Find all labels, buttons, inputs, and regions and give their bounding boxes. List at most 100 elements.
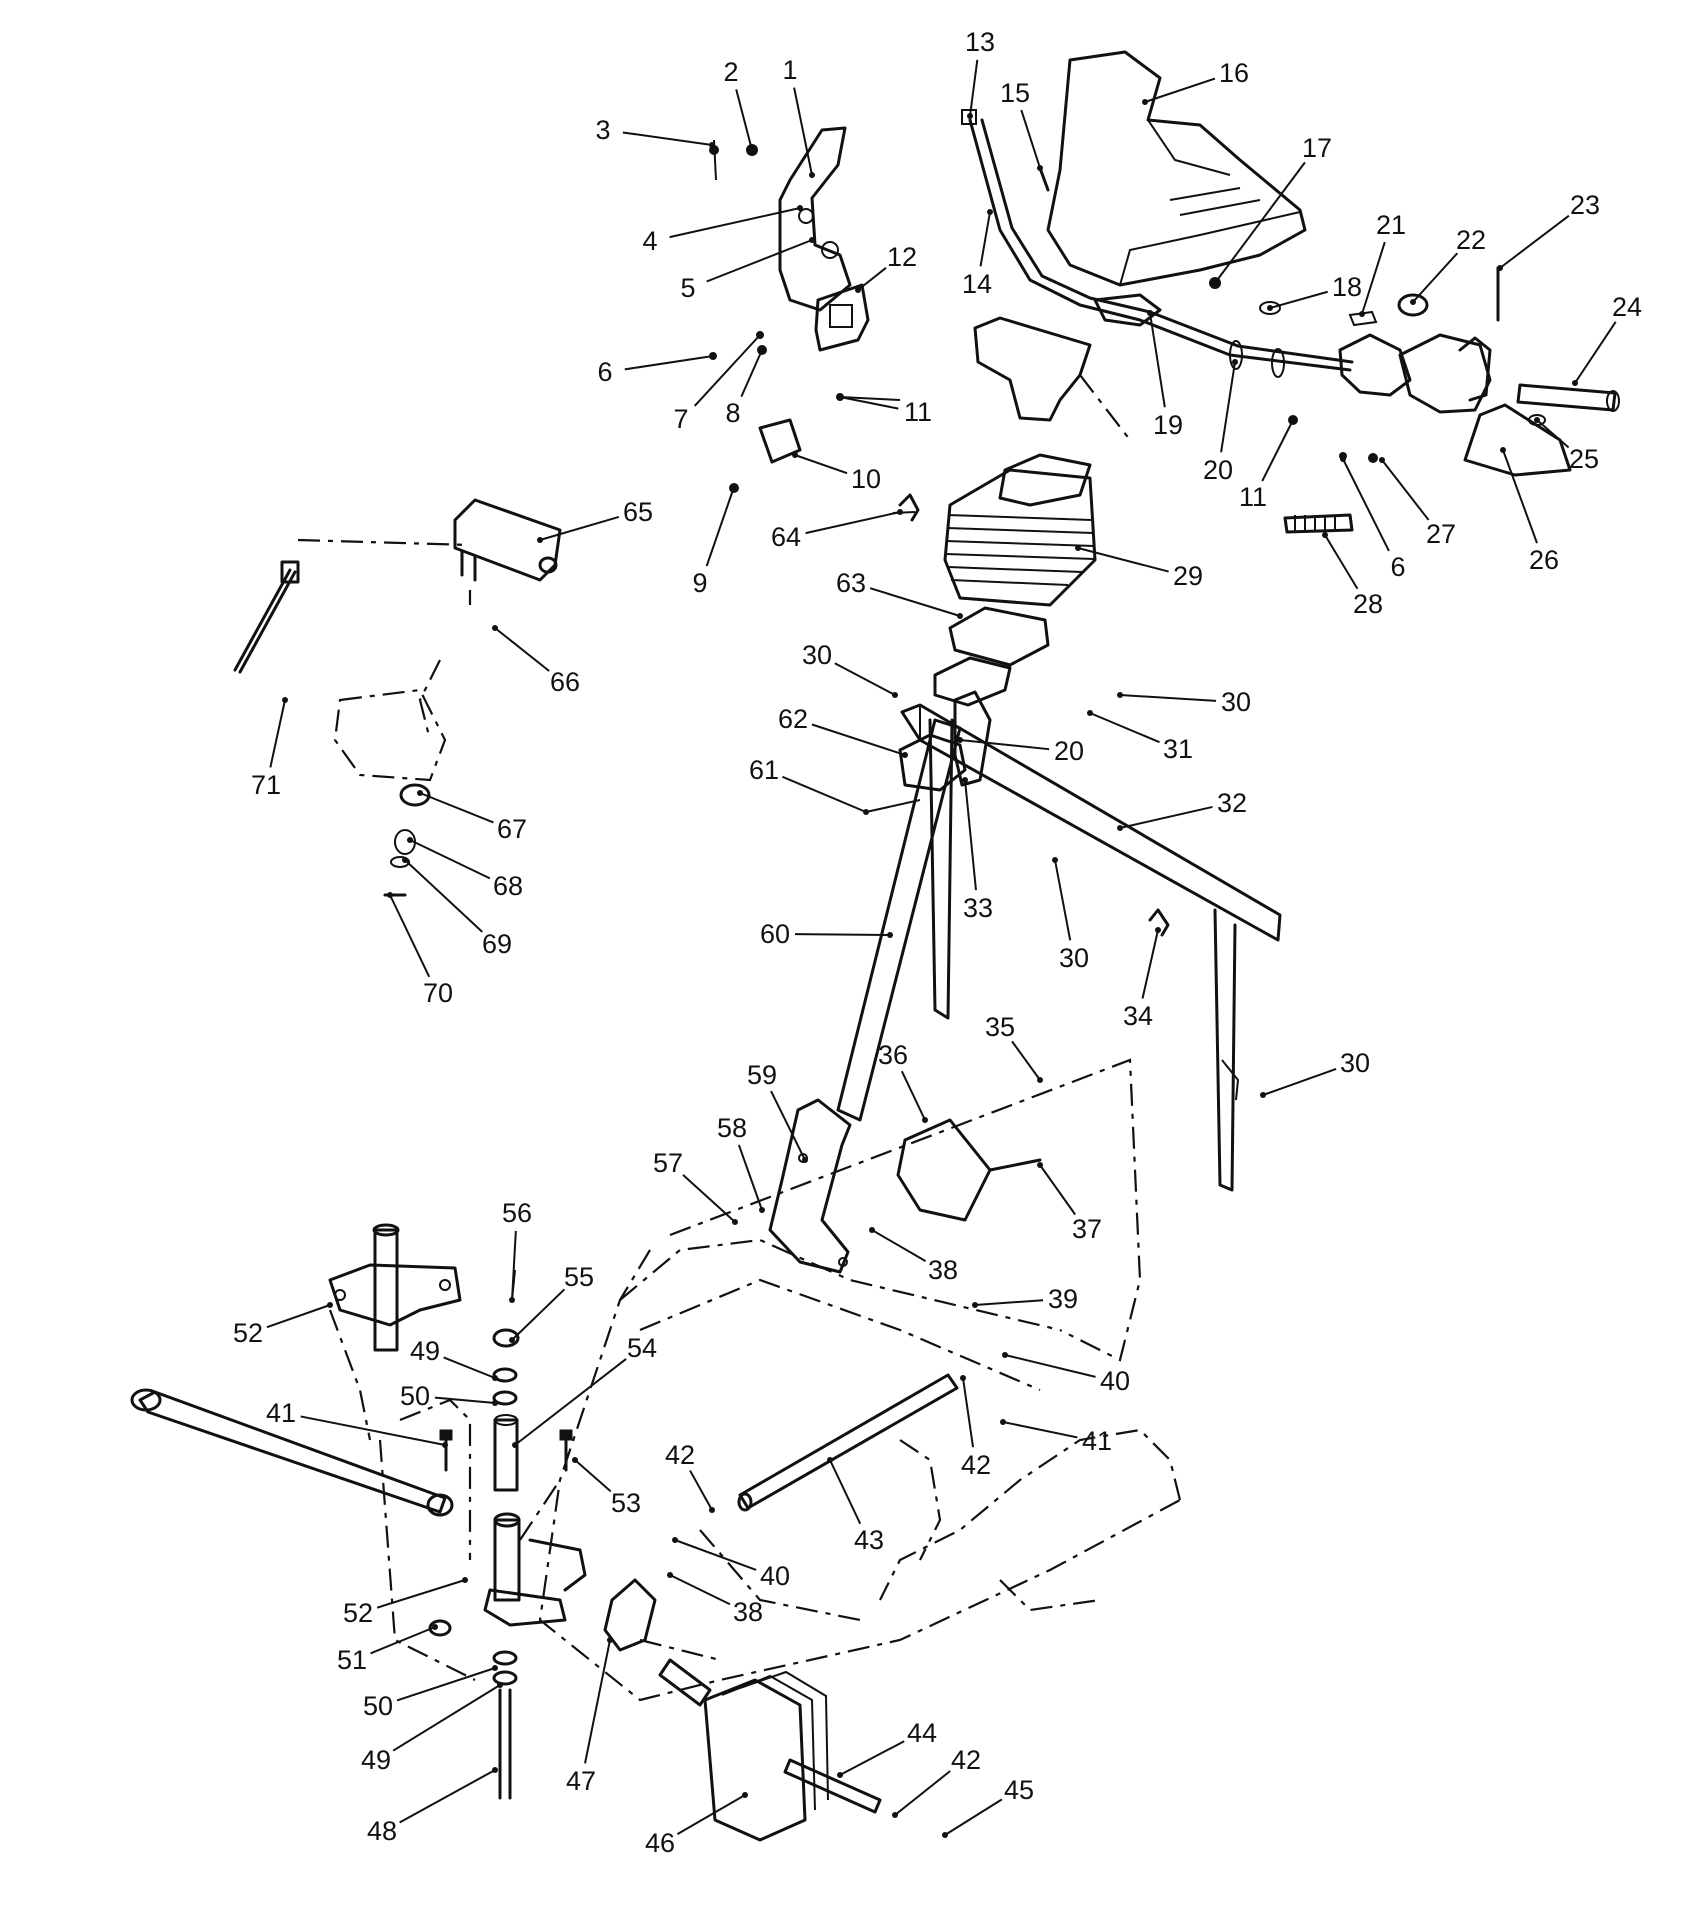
callout-c19: 19	[1147, 310, 1183, 440]
callout-c3: 3	[595, 115, 715, 148]
callout-number: 36	[878, 1040, 908, 1070]
pillar	[836, 690, 992, 1122]
callout-c51: 51	[337, 1624, 438, 1675]
callout-c50b: 50	[363, 1665, 498, 1721]
leader-line	[969, 59, 979, 117]
callout-c11a: 11	[837, 394, 932, 427]
callout-number: 22	[1456, 225, 1486, 255]
callout-c30d: 30	[1260, 1048, 1370, 1098]
leader-line	[392, 1684, 501, 1752]
leader-end	[1037, 165, 1043, 171]
callout-c12: 12	[855, 242, 917, 293]
callout-c39: 39	[972, 1284, 1078, 1314]
center-shaft	[603, 1373, 959, 1652]
callout-number: 17	[1302, 133, 1332, 163]
leader-line	[839, 1740, 905, 1776]
callout-number: 68	[493, 871, 523, 901]
callout-c25: 25	[1534, 417, 1599, 474]
leader-end	[492, 1767, 498, 1773]
leader-line	[834, 662, 896, 696]
callout-number: 12	[887, 242, 917, 272]
leader-line	[962, 1377, 975, 1448]
leader-end	[710, 353, 716, 359]
leader-line	[900, 1070, 926, 1121]
leader-end	[1002, 1352, 1008, 1358]
leader-line	[794, 454, 848, 475]
leader-line	[706, 239, 813, 283]
callout-number: 4	[642, 226, 657, 256]
leader-end	[792, 452, 798, 458]
leader-end	[887, 932, 893, 938]
leader-end	[1155, 927, 1161, 933]
finned-block-lower	[658, 1658, 882, 1842]
callout-number: 42	[961, 1450, 991, 1480]
callout-number: 32	[1217, 788, 1247, 818]
callout-number: 53	[611, 1488, 641, 1518]
leader-line	[1361, 241, 1386, 315]
leader-end	[509, 1297, 515, 1303]
leader-line	[693, 334, 761, 407]
callout-c42b: 42	[665, 1440, 715, 1513]
callout-c5: 5	[680, 237, 815, 303]
callout-c58: 58	[717, 1113, 765, 1213]
callout-c29: 29	[1075, 545, 1203, 591]
leader-end	[922, 1117, 928, 1123]
frame-member	[900, 703, 1282, 1192]
leader-line	[1144, 77, 1216, 103]
leader-end	[1379, 457, 1385, 463]
callout-c30a: 30	[802, 640, 898, 698]
callout-number: 50	[363, 1691, 393, 1721]
callout-c4: 4	[642, 205, 803, 256]
finned-block	[943, 453, 1097, 607]
leader-line	[404, 859, 483, 933]
leader-end	[1052, 857, 1058, 863]
leader-line	[682, 1174, 736, 1223]
leader-end	[492, 1375, 498, 1381]
leader-end	[759, 1207, 765, 1213]
leader-line	[964, 779, 977, 891]
callout-c8: 8	[725, 347, 765, 428]
right-mechanism	[1209, 266, 1620, 534]
callout-c68: 68	[407, 837, 523, 901]
callout-c37: 37	[1037, 1162, 1102, 1244]
leader-end	[987, 209, 993, 215]
callout-number: 38	[733, 1597, 763, 1627]
callout-c43: 43	[827, 1457, 884, 1555]
leader-end	[731, 484, 737, 490]
callout-c36: 36	[878, 1040, 928, 1123]
leader-line	[511, 1230, 517, 1301]
callout-c31: 31	[1087, 710, 1193, 764]
callout-number: 2	[723, 57, 738, 87]
leader-end	[1340, 456, 1346, 462]
leader-line	[1342, 458, 1390, 552]
callout-number: 15	[1000, 78, 1030, 108]
leader-end	[672, 1537, 678, 1543]
callout-c9: 9	[692, 484, 737, 598]
callout-number: 61	[749, 755, 779, 785]
callout-c13: 13	[965, 27, 995, 119]
leader-line	[1054, 859, 1072, 941]
callout-c26: 26	[1500, 447, 1559, 575]
leader-line	[370, 1626, 436, 1655]
callout-number: 58	[717, 1113, 747, 1143]
leader-end	[327, 1302, 333, 1308]
callout-number: 10	[851, 464, 881, 494]
leader-end	[972, 1302, 978, 1308]
callout-number: 42	[951, 1745, 981, 1775]
leader-line	[539, 515, 620, 541]
leader-end	[509, 1337, 515, 1343]
leader-end	[1232, 359, 1238, 365]
leader-line	[705, 486, 735, 567]
callout-number: 62	[778, 704, 808, 734]
callout-c62: 62	[778, 704, 908, 758]
leader-line	[944, 1798, 1003, 1836]
callout-number: 31	[1163, 734, 1193, 764]
leader-end	[837, 1772, 843, 1778]
callout-c40a: 40	[1002, 1352, 1130, 1396]
leader-line	[514, 1358, 627, 1446]
callout-number: 26	[1529, 545, 1559, 575]
leader-line	[1269, 290, 1328, 309]
callout-c35: 35	[985, 1012, 1043, 1083]
leader-end	[667, 1572, 673, 1578]
leader-end	[1534, 417, 1540, 423]
